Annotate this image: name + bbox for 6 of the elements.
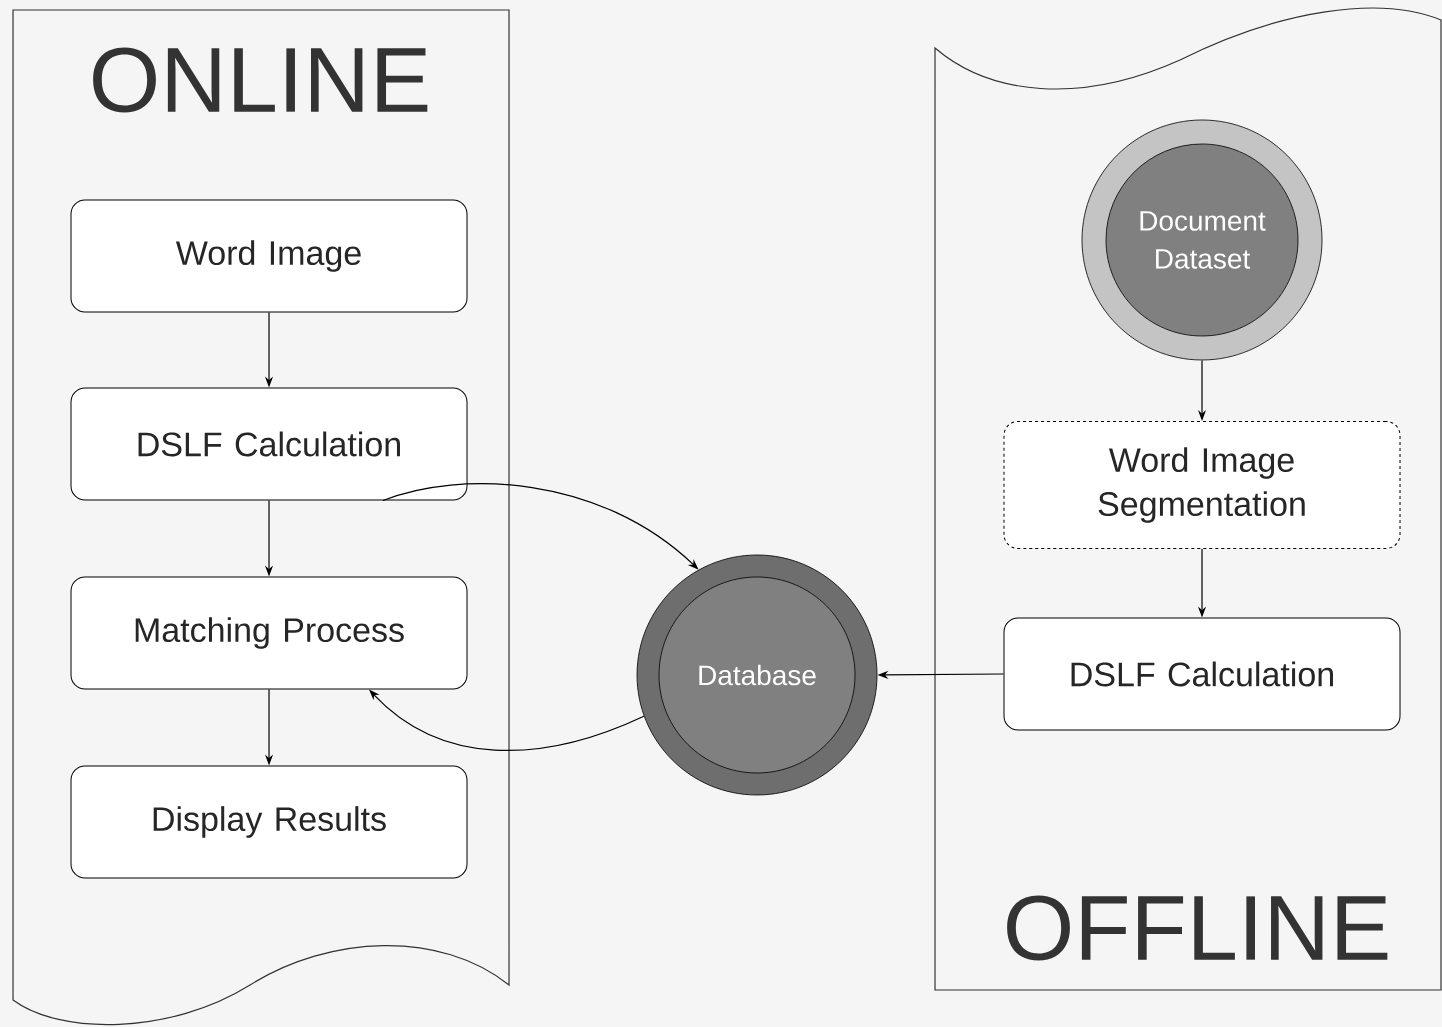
process-box: DSLF Calculation (70, 387, 468, 501)
process-box: Word Image Segmentation (1003, 421, 1401, 549)
process-box: Matching Process (70, 576, 468, 690)
process-box: Display Results (70, 765, 468, 879)
process-box: Word Image (70, 199, 468, 313)
process-box: DSLF Calculation (1003, 617, 1401, 731)
